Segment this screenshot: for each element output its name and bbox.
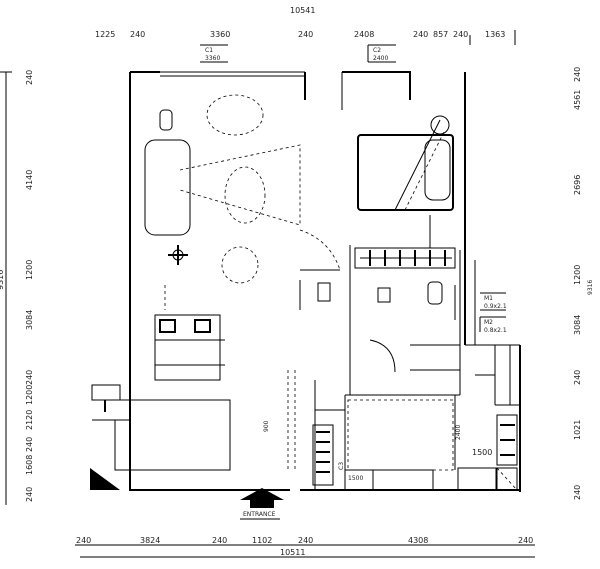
chair [194,319,211,333]
left-dimensions: 9316 240 4140 1200 3084 240 1200 2120 24… [0,70,34,505]
dim: 3824 [140,536,160,545]
cabinet [457,467,497,491]
dim: 1021 [573,420,582,440]
basin [377,287,391,303]
plant-icon [168,245,188,265]
shower [317,282,331,302]
dim: 240 [25,370,34,385]
dim: 1225 [95,30,115,39]
shaft [496,467,518,491]
dim: 240 [212,536,227,545]
lamp-icon [430,115,450,135]
worktop [372,469,434,491]
dim: 240 [298,30,313,39]
tag-code: C2 [373,47,381,54]
tag-size: 0.9x2.1 [484,303,507,310]
dim: 240 [573,485,582,500]
dim: 3084 [573,315,582,335]
shelving [496,414,518,466]
window-tag: C2 2400 [367,44,396,63]
dim: 4308 [408,536,428,545]
bottom-total-dim: 10511 [280,548,305,557]
door-swing [369,339,396,373]
stairs [312,424,334,486]
toilet [427,281,443,305]
right-dimensions: 240 4561 2696 1200 9316 3084 240 1021 24… [573,67,594,500]
dim: 4140 [25,170,34,190]
tag-size: 1500 [348,475,363,482]
sofa [144,139,191,236]
dim: 2120 [25,410,34,430]
entrance-label: ENTRANCE [243,511,276,518]
tv-view-cone [179,144,301,226]
coffee-table [224,166,266,224]
door-swing [299,229,341,271]
entrance-marker: ENTRANCE [240,488,284,520]
railing [287,370,296,470]
tag-size: 2400 [373,55,388,62]
entrance-arrow-icon [240,488,284,508]
dining-table [154,314,225,381]
counter [90,384,231,490]
right-total-dim: 9316 [587,280,594,295]
dim: 1200 [573,265,582,285]
dim: 3084 [25,310,34,330]
tv-unit [91,384,121,401]
sofa-set [144,94,341,310]
tag-size: 0.8x2.1 [484,327,507,334]
dim: 240 [76,536,91,545]
tag-code: M2 [484,319,493,326]
rug [221,246,259,284]
dim: 240 [573,370,582,385]
dim: 857 [433,30,448,39]
left-total-dim: 9316 [0,270,5,290]
dim: 240 [453,30,468,39]
dim: 240 [573,67,582,82]
dim: 240 [130,30,145,39]
wardrobe [354,215,456,269]
dim: 4561 [573,90,582,110]
dim: 1608 [25,455,34,475]
top-dimensions: 10541 1225 240 3360 240 2408 240 857 240… [95,6,516,45]
side-table [159,109,173,131]
top-total-dim: 10541 [290,6,315,15]
dim: 240 [25,487,34,502]
dim: 240 [25,437,34,452]
dim: 1102 [252,536,272,545]
bed [357,115,454,211]
dim-2400: 2400 [455,425,462,440]
door-tag: M2 0.8x2.1 [479,316,507,334]
pillows [424,139,451,201]
dim: 2696 [573,175,582,195]
dim: 240 [298,536,313,545]
bathroom [317,281,443,373]
dim: 1200 [25,260,34,280]
kitchen: 1500 2400 900 [263,399,518,491]
dim: 240 [413,30,428,39]
tag-code: C1 [205,47,213,54]
dim-900: 900 [263,420,270,432]
dim: 240 [25,70,34,85]
window-tag: C1 3360 [200,44,228,63]
corner-fill [90,468,120,490]
dim: 2408 [354,30,374,39]
dim: 1363 [485,30,505,39]
door-tag: M1 0.9x2.1 [480,292,507,311]
dim: 3360 [210,30,230,39]
dim: 1200 [25,385,34,405]
tag-code: M1 [484,295,493,302]
bottom-dimensions: 240 3824 240 1102 240 4308 240 10511 [75,536,535,558]
dim: 240 [518,536,533,545]
kitchen-area [347,399,454,471]
chair [159,319,176,333]
tag-size: 3360 [205,55,220,62]
tag-code: C3 [338,462,345,470]
dim-1500: 1500 [472,448,492,457]
armchair [206,94,264,136]
